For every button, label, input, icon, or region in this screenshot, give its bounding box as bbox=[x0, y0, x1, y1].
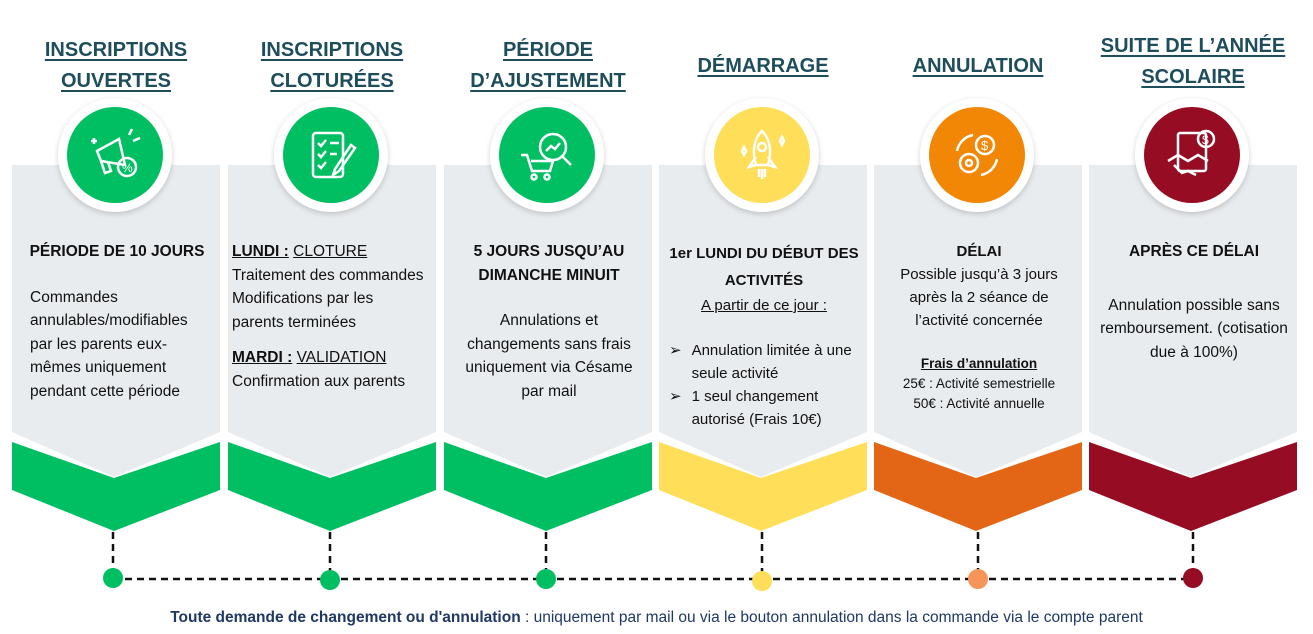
step-title: INSCRIPTIONS OUVERTES bbox=[44, 39, 188, 92]
step-periode-ajustement: PÉRIODE D’AJUSTEMENT 5 JOURS JUSQU’AU DI… bbox=[440, 0, 656, 600]
step-title: DÉMARRAGE bbox=[697, 54, 829, 77]
timeline-dot bbox=[752, 571, 772, 591]
footer-bold-text: Toute demande de changement ou d'annulat… bbox=[170, 609, 521, 626]
step-icon-badge: $ bbox=[1135, 98, 1249, 212]
rocket-icon bbox=[714, 107, 810, 203]
fees-title: Frais d’annulation bbox=[920, 356, 1038, 371]
step-text: Traitement des commandes Modifications p… bbox=[232, 266, 424, 331]
step-heading: 1er LUNDI DU DÉBUT DES ACTIVITÉS bbox=[669, 245, 859, 289]
handshake-document-icon: $ bbox=[1144, 107, 1240, 203]
svg-text:$: $ bbox=[1202, 133, 1209, 147]
svg-text:$: $ bbox=[981, 138, 989, 153]
step-heading: 5 JOURS JUSQU’AU DIMANCHE MINUIT bbox=[473, 243, 625, 284]
timeline-dot bbox=[968, 569, 988, 589]
footer-note: Toute demande de changement ou d'annulat… bbox=[0, 609, 1313, 627]
list-item: ➢ 1 seul changement autorisé (Frais 10€) bbox=[669, 385, 859, 431]
bullet-text: Annulation limitée à une seule activité bbox=[691, 342, 852, 382]
step-icon-badge bbox=[274, 98, 388, 212]
step-title: INSCRIPTIONS CLOTURÉES bbox=[260, 39, 404, 92]
step-icon-badge bbox=[705, 98, 819, 212]
timeline-dot bbox=[320, 570, 340, 590]
megaphone-percent-icon: % bbox=[67, 107, 163, 203]
fee-item: 25€ : Activité semestrielle bbox=[902, 376, 1056, 391]
step-heading: PÉRIODE DE 10 JOURS bbox=[29, 243, 205, 260]
step-heading: DÉLAI bbox=[956, 243, 1002, 260]
step-inscriptions-ouvertes: INSCRIPTIONS OUVERTES % PÉRIODE DE 10 JO… bbox=[8, 0, 224, 600]
arrow-bullet-icon: ➢ bbox=[669, 342, 682, 359]
arrow-bullet-icon: ➢ bbox=[669, 388, 682, 405]
step-text: Annulation possible sans remboursement. … bbox=[1100, 296, 1288, 361]
step-suite-annee: SUITE DE L’ANNÉE SCOLAIRE $ APRÈS CE DÉL… bbox=[1085, 0, 1301, 600]
step-title: ANNULATION bbox=[912, 54, 1044, 77]
checklist-pen-icon bbox=[283, 107, 379, 203]
step-annulation: ANNULATION $ DÉLAI Possible jusqu’à 3 jo… bbox=[870, 0, 1086, 600]
step-text: Confirmation aux parents bbox=[232, 372, 406, 390]
step-heading: APRÈS CE DÉLAI bbox=[1128, 243, 1260, 260]
step-icon-badge bbox=[490, 98, 604, 212]
day-status: CLOTURE bbox=[293, 243, 368, 260]
fee-item: 50€ : Activité annuelle bbox=[913, 396, 1045, 411]
day-status: VALIDATION bbox=[296, 349, 387, 366]
timeline-dot bbox=[536, 569, 556, 589]
timeline-dot bbox=[103, 568, 123, 588]
gear-dollar-cycle-icon: $ bbox=[929, 107, 1025, 203]
bullet-list: ➢ Annulation limitée à une seule activité… bbox=[669, 339, 859, 431]
step-title: PÉRIODE D’AJUSTEMENT bbox=[470, 39, 626, 92]
step-inscriptions-cloturees: INSCRIPTIONS CLOTURÉES LUNDI : CLOTURE T… bbox=[224, 0, 440, 600]
cart-analytics-icon bbox=[499, 107, 595, 203]
step-text: Commandes annulables/modifiables par les… bbox=[30, 288, 188, 400]
step-icon-badge: $ bbox=[920, 98, 1034, 212]
step-subheading: A partir de ce jour : bbox=[701, 297, 827, 314]
day-label: LUNDI : bbox=[232, 243, 289, 260]
timeline-dot bbox=[1183, 568, 1203, 588]
step-text: Annulations et changements sans frais un… bbox=[465, 312, 633, 400]
bullet-text: 1 seul changement autorisé (Frais 10€) bbox=[691, 388, 822, 428]
svg-text:%: % bbox=[122, 161, 133, 175]
step-demarrage: DÉMARRAGE 1er LUNDI DU DÉBUT DES ACTIVIT… bbox=[655, 0, 871, 600]
step-icon-badge: % bbox=[58, 98, 172, 212]
footer-text: : uniquement par mail ou via le bouton a… bbox=[520, 609, 1143, 626]
list-item: ➢ Annulation limitée à une seule activité bbox=[669, 339, 859, 385]
day-label: MARDI : bbox=[232, 349, 293, 366]
step-text: Possible jusqu’à 3 jours après la 2 séan… bbox=[900, 266, 1058, 329]
step-title: SUITE DE L’ANNÉE SCOLAIRE bbox=[1100, 35, 1286, 88]
